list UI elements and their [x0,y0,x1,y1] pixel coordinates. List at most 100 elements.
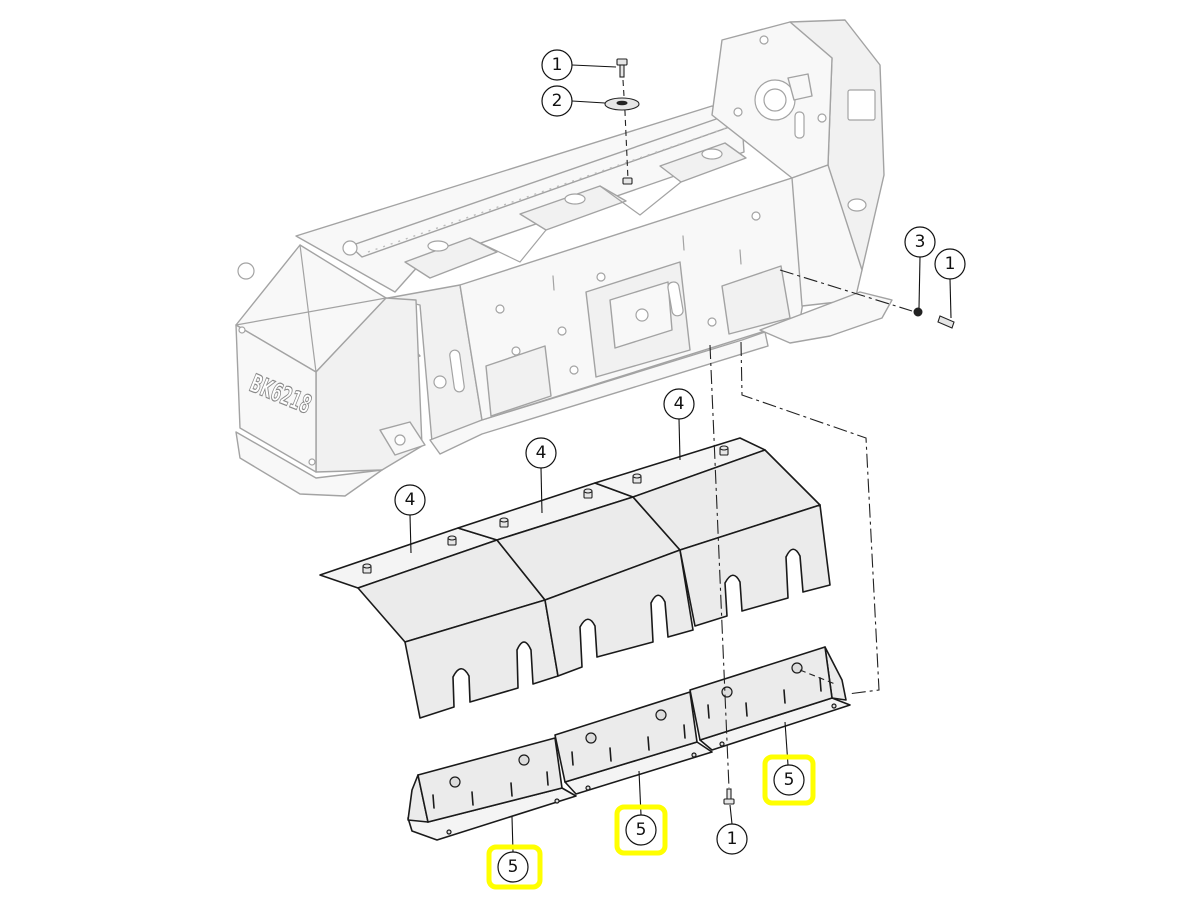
axis-bar-hole [799,669,836,685]
front-plate-mark [552,275,555,291]
frame-block-cap [701,148,723,160]
shield-front-face [679,504,831,627]
shield-front-face [404,599,559,719]
frame-hole [433,375,447,389]
bar-slit [707,704,710,719]
frame-slot [449,349,465,393]
callout-label: 5 [636,820,647,840]
bar-base-hole [691,752,697,758]
bar-slit [510,782,513,797]
right-tower-bracket [787,73,813,101]
bar-hole [585,732,597,744]
callout-circle [773,764,805,796]
callout-bolt-bottom[interactable]: 1 [716,804,748,855]
plate-bolt [622,177,633,185]
callout-bar-right[interactable]: 5 [773,721,805,796]
bar-base-hole [585,785,591,791]
bar-hole [449,776,461,788]
bar-slit [819,677,822,692]
front-plate-hole [596,272,606,282]
frame-inner-edge [599,181,682,216]
callout-bolt-right[interactable]: 1 [934,248,966,319]
callout-label: 4 [674,394,685,414]
machine-frame: BK6218 [235,19,893,497]
right-bolt [937,315,955,329]
bar-base-hole [554,798,560,804]
callout-bar-left[interactable]: 5 [497,816,529,883]
front-plate-hole [495,304,505,314]
callout-label: 1 [727,829,738,849]
callout-circle [934,248,966,280]
callout-leader [949,278,952,319]
callout-leader [918,256,921,309]
top-bolt-shank [619,64,625,78]
callout-bolt-top[interactable]: 1 [541,49,617,81]
bar-slit [683,724,686,739]
right-tower-pivot [847,198,867,212]
hardware [604,58,955,805]
front-plate-hole [557,326,567,336]
callout-leader [678,418,681,461]
bar-hole [518,754,530,766]
callout-circle [497,851,529,883]
callout-leader [540,467,543,514]
callout-label: 1 [945,254,956,274]
washer-hole [616,100,628,106]
right-tower-bore-inner [763,88,787,112]
shield-stud-top [583,488,593,494]
bar-slit [432,794,435,809]
callout-circle [541,85,573,117]
frame-block-cap [427,240,449,252]
front-plate-mark [739,249,742,265]
shield-stud-top [719,445,729,451]
callout-label: 5 [784,770,795,790]
callout-shield-right[interactable]: 4 [663,388,695,461]
right-tower-lower [791,164,863,307]
bar-slit [546,771,549,786]
nut [913,307,923,317]
callout-highlight [614,804,668,856]
bar-slit [471,791,474,806]
callout-circle [663,388,695,420]
callout-washer[interactable]: 2 [541,85,606,117]
callout-label: 4 [536,443,547,463]
bottom-bolt-head [723,798,735,805]
callout-nut[interactable]: 3 [904,226,936,309]
callout-circle [716,823,748,855]
axis-right-bolts [779,269,913,312]
frame-cross-block [659,142,747,183]
bar-hole [791,662,803,674]
top-bolt-head [616,58,628,66]
bar-slit [647,736,650,751]
front-plate-slot [667,281,684,317]
callout-shield-left[interactable]: 4 [394,484,426,554]
callout-circle [541,49,573,81]
callout-shield-middle[interactable]: 4 [525,437,557,514]
front-plate-window [485,345,552,417]
shield-stud-top [632,473,642,479]
shield-stud-top [499,517,509,523]
left-housing-base [235,431,383,497]
front-plate-mark [682,235,685,251]
angle-bar-middle [554,691,713,795]
left-housing-hinge-pin [394,434,406,446]
shield-stud-top [362,563,372,569]
callout-label: 2 [552,91,563,111]
frame-inner-edge [469,229,547,263]
callout-bar-middle[interactable]: 5 [625,770,657,846]
right-tower-slot [794,111,805,139]
front-plate-hole [751,211,761,221]
callout-label: 4 [405,490,416,510]
shield-studs [362,445,729,574]
bar-slit [609,747,612,762]
callout-leader [571,64,617,68]
callout-highlight [762,754,816,806]
bar-base-hole [719,741,725,747]
bar-hole [655,709,667,721]
front-plate-bracket-hole [635,308,649,322]
callout-label: 3 [915,232,926,252]
callout-circle [525,437,557,469]
callout-label: 1 [552,55,563,75]
angle-bar-left [407,737,577,841]
